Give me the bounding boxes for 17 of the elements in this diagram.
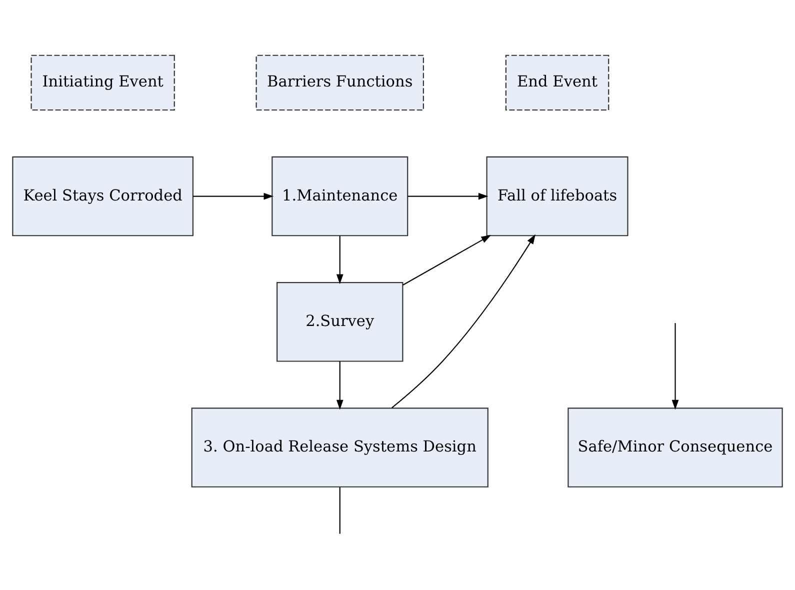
arrow [193, 192, 274, 200]
node-box: Initiating Event [30, 54, 175, 111]
node-box: 2.Survey [276, 282, 404, 362]
arrow [392, 234, 536, 408]
arrow [336, 236, 344, 284]
arrow [402, 234, 492, 286]
arrow [408, 192, 488, 200]
node-box: 1.Maintenance [272, 156, 408, 236]
node-box: End Event [505, 54, 610, 111]
node-box: Keel Stays Corroded [12, 156, 194, 236]
node-box: 3. On-load Release Systems Design [191, 408, 488, 488]
node-box: Fall of lifeboats [486, 156, 628, 236]
connector [339, 487, 340, 534]
node-box: Safe/Minor Consequence [568, 408, 783, 488]
arrow [672, 323, 679, 410]
arrow [336, 361, 344, 410]
node-box: Barriers Functions [256, 54, 424, 111]
